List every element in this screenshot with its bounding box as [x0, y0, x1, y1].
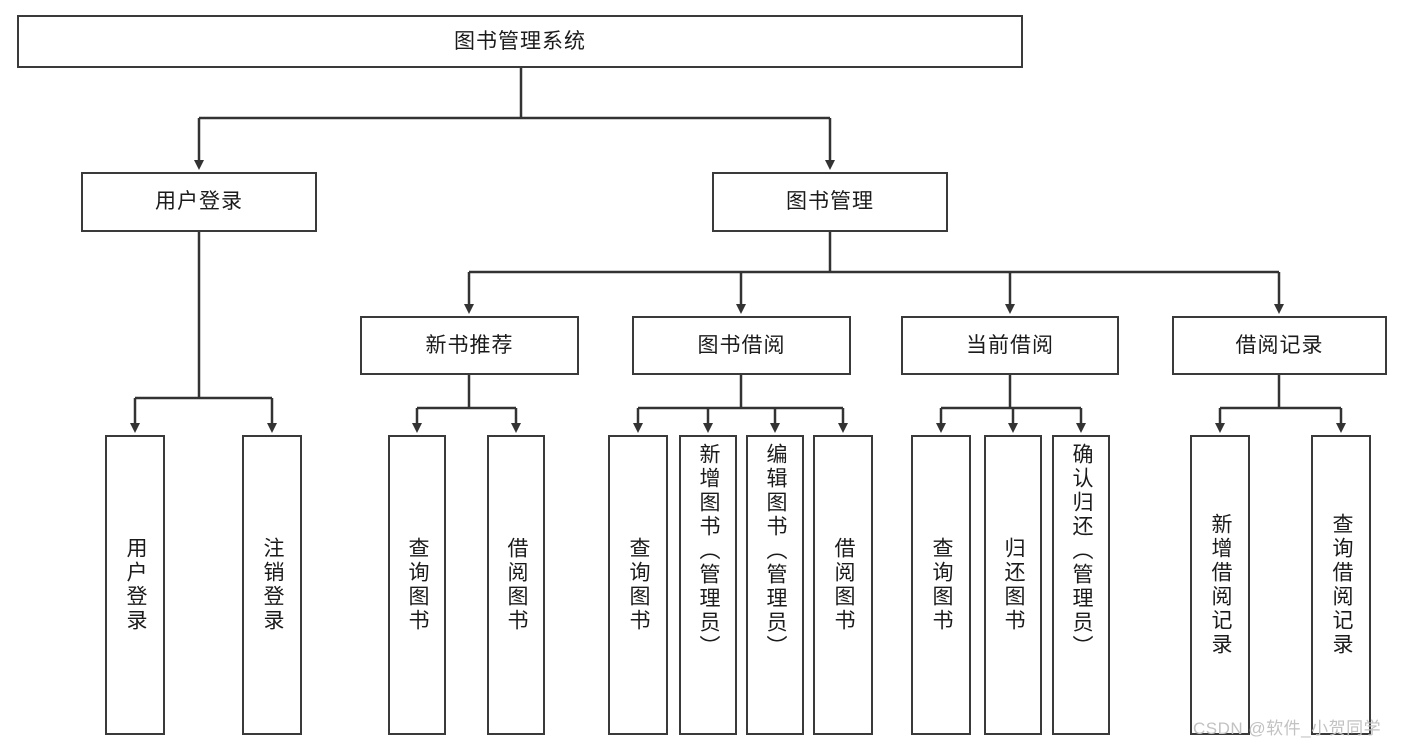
node-label: 借阅图书 [832, 537, 856, 633]
node-label: 注销登录 [261, 537, 285, 633]
node-label: 查询图书 [930, 537, 954, 633]
node-label: 图书管理 [786, 190, 874, 214]
node-current-borrow[interactable]: 当前借阅 [901, 316, 1119, 375]
node-leaf-add-record[interactable]: 新增借阅记录 [1190, 435, 1250, 735]
node-leaf-borrow-book-1[interactable]: 借阅图书 [487, 435, 545, 735]
node-leaf-query-book-2[interactable]: 查询图书 [608, 435, 668, 735]
node-label: 新增借阅记录 [1209, 513, 1233, 657]
node-leaf-confirm-return[interactable]: 确认归还（管理员） [1052, 435, 1110, 735]
node-leaf-edit-book[interactable]: 编辑图书（管理员） [746, 435, 804, 735]
node-label: 归还图书 [1002, 537, 1026, 633]
node-leaf-user-login[interactable]: 用户登录 [105, 435, 165, 735]
node-label: 图书借阅 [697, 333, 786, 357]
node-leaf-query-record[interactable]: 查询借阅记录 [1311, 435, 1371, 735]
node-leaf-user-logout[interactable]: 注销登录 [242, 435, 302, 735]
node-label: 查询图书 [406, 537, 430, 633]
node-new-book-rec[interactable]: 新书推荐 [360, 316, 579, 375]
node-label: 用户登录 [124, 537, 148, 633]
node-label: 借阅记录 [1235, 333, 1324, 357]
node-label: 确认归还（管理员） [1070, 443, 1094, 659]
node-label: 新增图书（管理员） [697, 443, 721, 659]
node-leaf-add-book[interactable]: 新增图书（管理员） [679, 435, 737, 735]
node-label: 编辑图书（管理员） [764, 443, 788, 659]
node-leaf-return-book[interactable]: 归还图书 [984, 435, 1042, 735]
node-label: 用户登录 [155, 190, 243, 214]
node-book-manage[interactable]: 图书管理 [712, 172, 948, 232]
node-user-login[interactable]: 用户登录 [81, 172, 317, 232]
node-label: 当前借阅 [966, 333, 1054, 357]
node-leaf-query-book-1[interactable]: 查询图书 [388, 435, 446, 735]
node-label: 新书推荐 [425, 333, 514, 357]
node-label: 图书管理系统 [454, 29, 586, 53]
node-label: 借阅图书 [505, 537, 529, 633]
node-leaf-borrow-book-2[interactable]: 借阅图书 [813, 435, 873, 735]
node-book-borrow[interactable]: 图书借阅 [632, 316, 851, 375]
node-borrow-record[interactable]: 借阅记录 [1172, 316, 1387, 375]
node-leaf-query-book-3[interactable]: 查询图书 [911, 435, 971, 735]
node-label: 查询借阅记录 [1330, 513, 1354, 657]
node-label: 查询图书 [627, 537, 651, 633]
node-root[interactable]: 图书管理系统 [17, 15, 1023, 68]
